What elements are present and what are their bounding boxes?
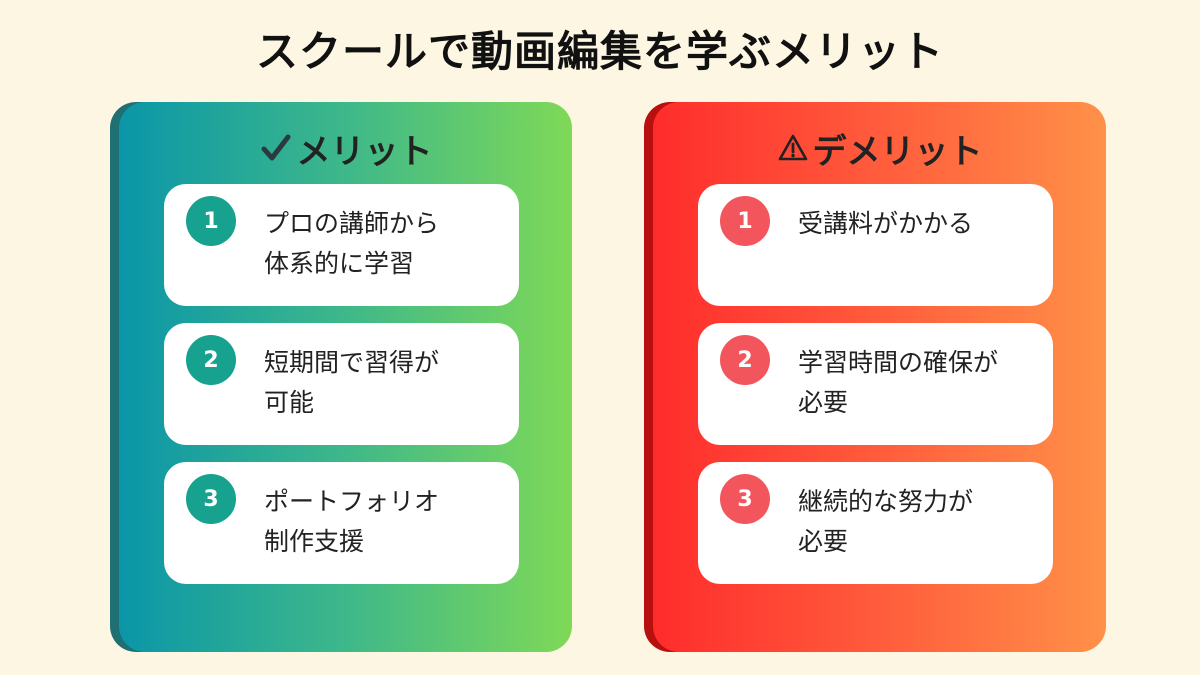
merit-card-text-1: プロの講師から 体系的に学習 xyxy=(264,209,440,278)
merit-card-text-2: 短期間で習得が 可能 xyxy=(264,348,440,417)
demerit-number-badge-1: 1 xyxy=(720,196,770,246)
warning-icon xyxy=(777,132,809,164)
demerit-card-text-2: 学習時間の確保が 必要 xyxy=(798,348,999,417)
demerit-number-badge-2: 2 xyxy=(720,335,770,385)
merit-header: メリット xyxy=(119,124,572,172)
merit-card-text-3: ポートフォリオ 制作支援 xyxy=(264,487,440,556)
demerit-card-2: 2 学習時間の確保が 必要 xyxy=(698,323,1053,445)
merit-card-1: 1 プロの講師から 体系的に学習 xyxy=(164,184,519,306)
merit-number-badge-3: 3 xyxy=(186,474,236,524)
merit-heading: メリット xyxy=(296,131,433,172)
demerit-panel: デメリット 1 受講料がかかる 2 学習時間の確保が 必要 3 継続的な努力が … xyxy=(653,102,1106,652)
demerit-heading: デメリット xyxy=(812,131,983,172)
merit-number-badge-1: 1 xyxy=(186,196,236,246)
demerit-header: デメリット xyxy=(653,124,1106,172)
merit-panel: メリット 1 プロの講師から 体系的に学習 2 短期間で習得が 可能 3 ポート… xyxy=(119,102,572,652)
merit-card-2: 2 短期間で習得が 可能 xyxy=(164,323,519,445)
demerit-card-text-1: 受講料がかかる xyxy=(798,209,974,238)
demerit-number-badge-3: 3 xyxy=(720,474,770,524)
merit-card-3: 3 ポートフォリオ 制作支援 xyxy=(164,462,519,584)
demerit-card-3: 3 継続的な努力が 必要 xyxy=(698,462,1053,584)
page-title: スクールで動画編集を学ぶメリット xyxy=(255,27,944,76)
merit-number-badge-2: 2 xyxy=(186,335,236,385)
demerit-card-1: 1 受講料がかかる xyxy=(698,184,1053,306)
demerit-card-text-3: 継続的な努力が 必要 xyxy=(798,487,974,556)
checkmark-icon xyxy=(259,131,293,165)
